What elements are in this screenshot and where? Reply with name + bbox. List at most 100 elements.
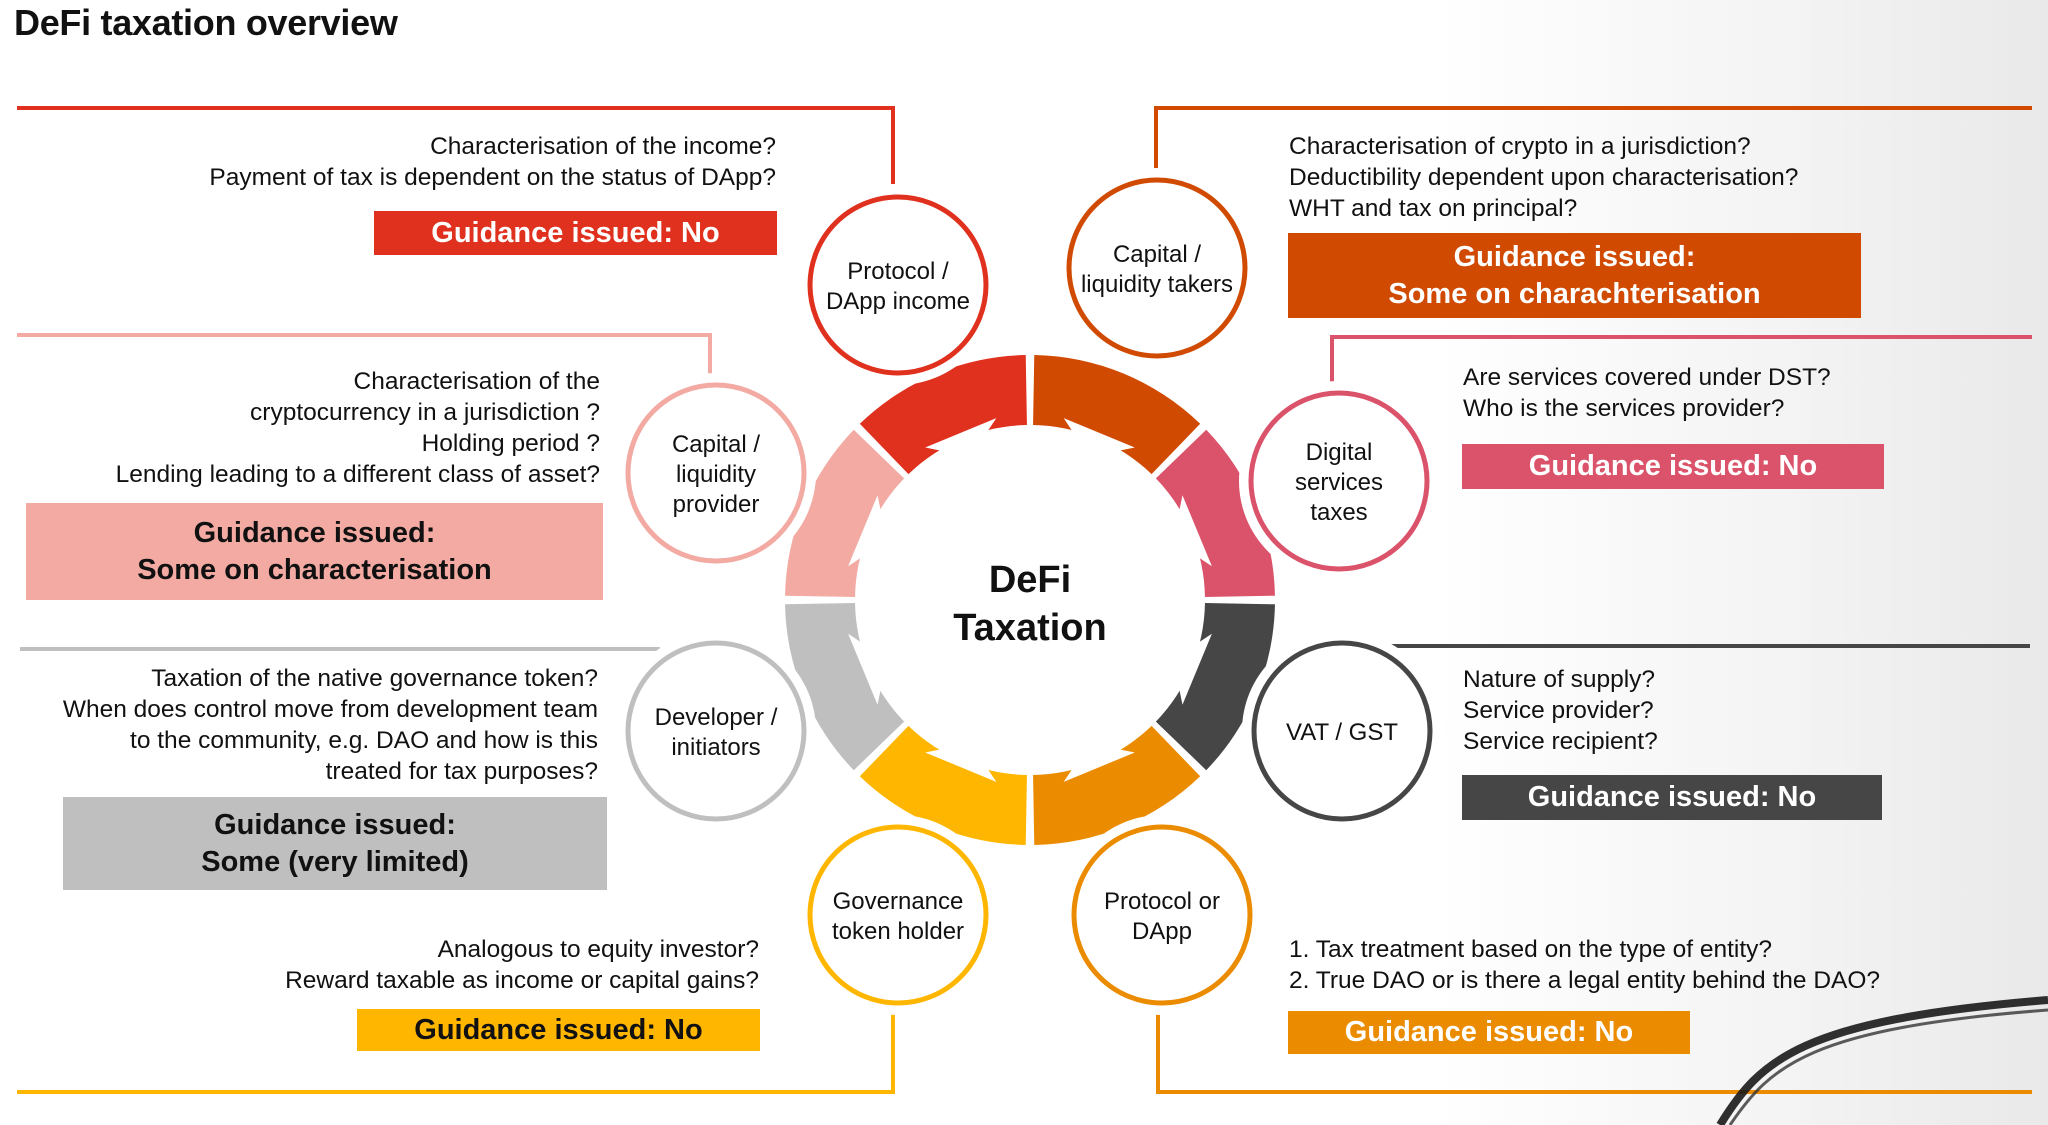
node-governance-token-holder: Governance token holder (798, 815, 998, 1015)
node-vat-gst: VAT / GST (1242, 631, 1442, 831)
questions-vat-gst: Nature of supply? Service provider? Serv… (1463, 664, 1658, 757)
guidance-line: Some (very limited) (201, 845, 469, 878)
questions-capital-liquidity-provider: Characterisation of the cryptocurrency i… (116, 366, 600, 490)
questions-protocol-dapp-income: Characterisation of the income? Payment … (209, 131, 776, 193)
arrow-notch-capital-liquidity-takers (1063, 418, 1135, 457)
question-line: to the community, e.g. DAO and how is th… (130, 727, 598, 754)
node-protocol-dapp-income: Protocol /DApp income (798, 185, 998, 385)
question-line: Holding period ? (421, 430, 600, 457)
question-line: Characterisation of the (353, 368, 601, 395)
center-label-line-1: DeFi (989, 559, 1071, 601)
arrow-notch-developer-initiators (848, 633, 887, 705)
question-line: Lending leading to a different class of … (115, 461, 600, 488)
node-label-line: Digital (1306, 439, 1373, 466)
ring-segment-capital-liquidity-takers (1033, 355, 1201, 475)
node-circle (625, 382, 807, 564)
node-circle (625, 640, 807, 822)
ring-segment-protocol-dapp-income (859, 355, 1027, 475)
question-line: Taxation of the native governance token? (151, 665, 598, 692)
node-label-line: VAT / GST (1286, 719, 1398, 746)
guidance-badge-capital-liquidity-provider: Guidance issued: Some on characterisatio… (26, 503, 603, 600)
arrow-notch-vat-gst (1173, 633, 1212, 705)
question-line: Analogous to equity investor? (437, 936, 759, 963)
questions-governance-token-holder: Analogous to equity investor? Reward tax… (285, 934, 759, 996)
frame-protocol-dapp-income (17, 106, 895, 184)
guidance-line: Guidance issued: (1453, 240, 1696, 273)
arrow-notch-digital-services-taxes (1173, 495, 1212, 567)
node-circle (807, 824, 989, 1006)
node-circle (1071, 824, 1253, 1006)
questions-digital-services-taxes: Are services covered under DST? Who is t… (1463, 362, 1831, 424)
node-label-line: initiators (671, 734, 760, 761)
guidance-badge-protocol-dapp-income: Guidance issued: No (374, 211, 777, 255)
question-line: Reward taxable as income or capital gain… (285, 967, 759, 994)
node-circle (1251, 640, 1433, 822)
ring-segment-governance-token-holder (859, 725, 1027, 845)
guidance-line: Guidance issued: No (1344, 1016, 1634, 1048)
frame-developer-initiators (20, 647, 660, 651)
guidance-line: Guidance issued: No (414, 1013, 703, 1046)
question-line: Service recipient? (1463, 728, 1658, 755)
frame-capital-liquidity-provider (17, 333, 712, 383)
question-line: 2. True DAO or is there a legal entity b… (1289, 967, 1881, 994)
arrow-notch-capital-liquidity-provider (848, 495, 887, 567)
question-line: Characterisation of the income? (430, 133, 776, 160)
arrow-notch-governance-token-holder (925, 743, 997, 782)
node-label-line: Governance (833, 888, 964, 915)
node-label-line: Protocol / (847, 258, 949, 285)
node-capital-liquidity-provider: Capital / liquidity provider (616, 373, 816, 573)
question-line: Who is the services provider? (1463, 395, 1785, 422)
frame-vat-gst (1390, 644, 2030, 648)
node-label-line: liquidity (676, 461, 756, 488)
question-line: 1. Tax treatment based on the type of en… (1289, 936, 1773, 963)
guidance-badge-vat-gst: Guidance issued: No (1462, 775, 1882, 820)
question-line: Characterisation of crypto in a jurisdic… (1289, 133, 1751, 160)
question-line: Deductibility dependent upon characteris… (1289, 164, 1799, 191)
guidance-line: Guidance issued: No (1527, 781, 1817, 813)
node-label-line: DApp (1132, 918, 1192, 945)
frame-protocol-or-dapp (1156, 1000, 2032, 1094)
node-label-line: Capital / (672, 431, 760, 458)
question-line: Service provider? (1463, 697, 1654, 724)
question-line: cryptocurrency in a jurisdiction ? (250, 399, 600, 426)
ring-segment-digital-services-taxes (1155, 429, 1275, 597)
ring-segment-protocol-or-dapp (1033, 725, 1201, 845)
node-circle (1066, 177, 1248, 359)
guidance-line: Guidance issued: (193, 516, 436, 549)
guidance-line: Some on characterisation (137, 553, 492, 586)
questions-capital-liquidity-takers: Characterisation of crypto in a jurisdic… (1289, 131, 1798, 224)
center-disk (857, 427, 1203, 773)
guidance-badge-governance-token-holder: Guidance issued: No (357, 1009, 760, 1051)
node-developer-initiators: Developer / initiators (616, 631, 816, 831)
node-circle (807, 194, 989, 376)
frame-governance-token-holder (17, 1000, 895, 1094)
node-label-line: Developer / (655, 704, 778, 731)
node-label-line: provider (673, 491, 760, 518)
ring-segment-capital-liquidity-provider (785, 429, 905, 597)
guidance-badge-developer-initiators: Guidance issued: Some (very limited) (63, 797, 607, 890)
node-capital-liquidity-takers: Capital /liquidity takers (1057, 168, 1257, 368)
guidance-line: Guidance issued: No (1528, 450, 1818, 482)
questions-protocol-or-dapp: 1. Tax treatment based on the type of en… (1289, 934, 1880, 996)
arrow-notch-protocol-dapp-income (925, 418, 997, 457)
node-label-line: liquidity takers (1081, 271, 1233, 298)
page-title: DeFi taxation overview (14, 2, 398, 43)
frame-digital-services-taxes (1330, 335, 2032, 385)
node-label-line: services (1295, 469, 1383, 496)
questions-developer-initiators: Taxation of the native governance token?… (63, 663, 598, 787)
question-line: treated for tax purposes? (325, 758, 598, 785)
node-label-line: taxes (1310, 499, 1367, 526)
node-circle (1248, 390, 1430, 572)
guidance-badge-digital-services-taxes: Guidance issued: No (1462, 444, 1884, 489)
question-line: Are services covered under DST? (1463, 364, 1831, 391)
node-digital-services-taxes: Digital services taxes (1239, 381, 1439, 581)
frame-capital-liquidity-takers (1154, 106, 2032, 184)
node-label-line: token holder (832, 918, 964, 945)
guidance-line: Guidance issued: No (431, 216, 720, 249)
question-line: Payment of tax is dependent on the statu… (209, 164, 776, 191)
arrow-ring (785, 355, 1275, 845)
center-label-line-2: Taxation (953, 607, 1106, 649)
guidance-line: Guidance issued: (214, 808, 456, 841)
